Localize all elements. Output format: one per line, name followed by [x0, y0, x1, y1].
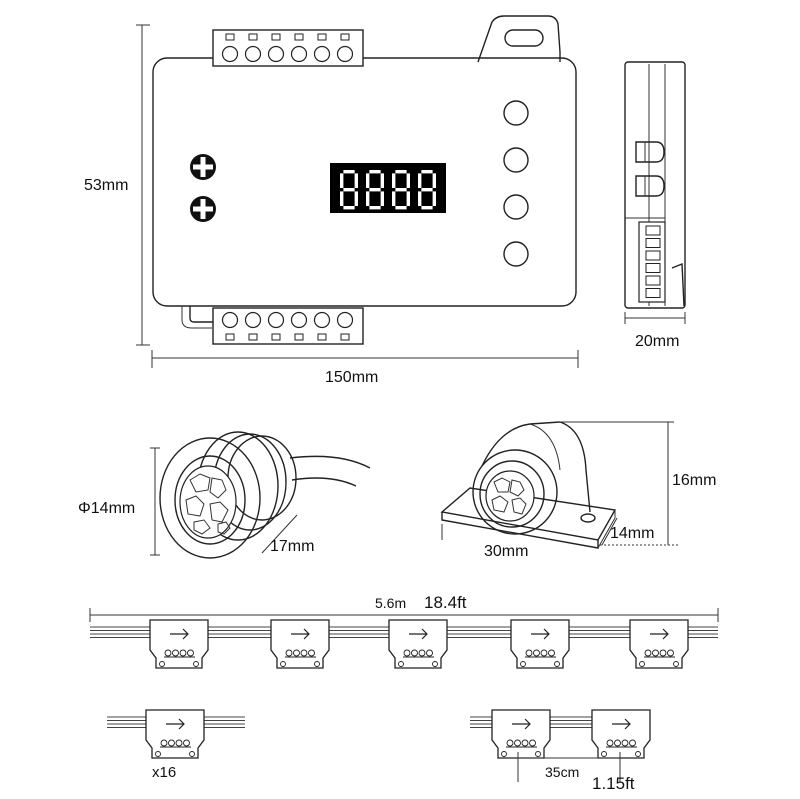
- terminal-screw-icon: [336, 45, 354, 63]
- controller-body: [152, 57, 577, 307]
- pixel-node: [388, 619, 448, 669]
- width-label: 150mm: [325, 369, 378, 386]
- spacing-metric: 35cm: [545, 764, 579, 780]
- height-dimension: 53mm: [84, 24, 150, 346]
- spacing-imperial: 1.15ft: [592, 774, 635, 793]
- sensor-length-label: 17mm: [270, 538, 314, 555]
- pixel-node: [270, 619, 330, 669]
- display-digit: [366, 170, 384, 210]
- pixel-strip: 5.6m 18.4ft: [89, 593, 719, 669]
- terminal-screw-icon: [221, 45, 239, 63]
- controller-button: [503, 100, 529, 126]
- strip-length-imperial: 18.4ft: [424, 593, 467, 612]
- terminal-screw-icon: [244, 311, 262, 329]
- display-digit: [418, 170, 436, 210]
- controller-buttons: [503, 100, 529, 267]
- terminal-screw-icon: [290, 311, 308, 329]
- mount-width-label: 30mm: [484, 543, 528, 560]
- controller-side-view: 20mm: [624, 61, 686, 350]
- pixel-node: [491, 709, 551, 759]
- fresnel-lens-icon: [485, 470, 535, 522]
- diameter-label: Φ14mm: [78, 500, 135, 517]
- terminal-screw-icon: [267, 311, 285, 329]
- controller-button: [503, 147, 529, 173]
- pixel-node: [145, 709, 205, 759]
- node-spacing: 35cm 1.15ft: [470, 709, 651, 793]
- depth-label: 20mm: [635, 333, 679, 350]
- terminal-screw-icon: [290, 45, 308, 63]
- display-digit: [392, 170, 410, 210]
- controller-front-view: [152, 15, 577, 345]
- mount-depth-label: 14mm: [610, 525, 654, 542]
- display-digit: [340, 170, 358, 210]
- screw-icon: [190, 196, 216, 222]
- terminal-screw-icon: [313, 311, 331, 329]
- pixel-node: [510, 619, 570, 669]
- round-pir-sensor: Φ14mm 17mm: [78, 431, 371, 559]
- mount-height-label: 16mm: [672, 472, 716, 489]
- controller-button: [503, 194, 529, 220]
- controller-button: [503, 241, 529, 267]
- single-node: x16: [107, 709, 245, 781]
- height-label: 53mm: [84, 177, 128, 194]
- bottom-terminal-block: [212, 307, 364, 345]
- terminal-screw-icon: [244, 45, 262, 63]
- terminal-screw-icon: [336, 311, 354, 329]
- pixel-node: [629, 619, 689, 669]
- fresnel-lens-icon: [179, 465, 237, 539]
- top-terminal-block: [212, 29, 364, 67]
- mounted-pir-sensor: 16mm 30mm 14mm: [440, 421, 716, 560]
- pixel-node: [149, 619, 209, 669]
- screw-icon: [190, 154, 216, 180]
- quantity-label: x16: [152, 764, 176, 781]
- segment-display: [330, 163, 446, 213]
- terminal-screw-icon: [313, 45, 331, 63]
- terminal-screw-icon: [221, 311, 239, 329]
- terminal-screw-icon: [267, 45, 285, 63]
- width-dimension: 150mm: [151, 350, 579, 386]
- strip-length-metric: 5.6m: [375, 595, 406, 611]
- pixel-node: [591, 709, 651, 759]
